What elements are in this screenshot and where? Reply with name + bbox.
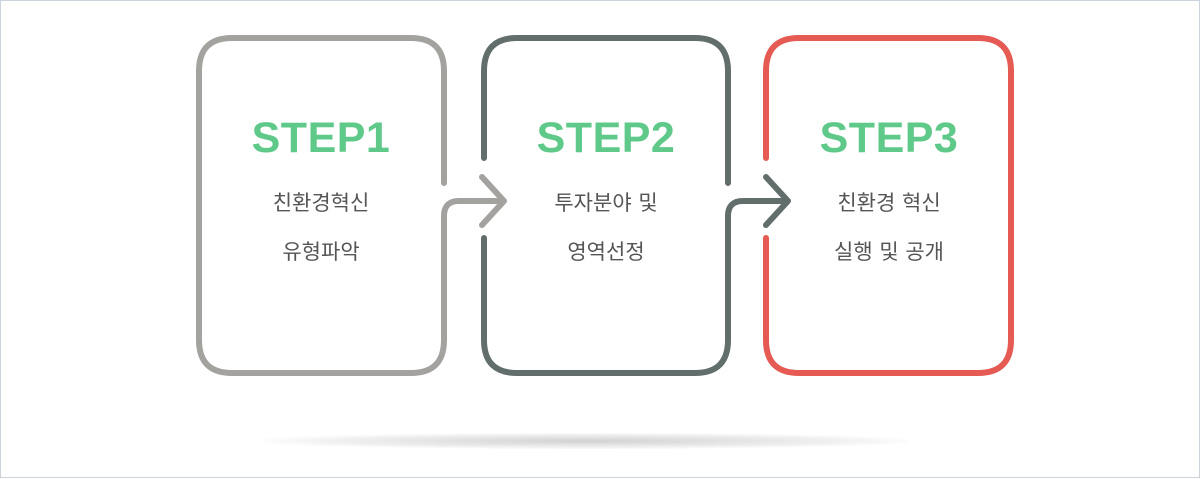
step3-box [763,35,1014,376]
step2-box [481,35,731,376]
step1-label-line2: 유형파악 [282,240,360,264]
step2-label-line1: 투자분야 및 [554,191,658,215]
step2-label-line2: 영역선정 [567,240,645,264]
step2-card: STEP2 투자분야 및 영역선정 [481,38,731,373]
step3-label-line2: 실행 및 공개 [834,240,944,264]
step3-label-line1: 친환경 혁신 [837,191,941,215]
connector-arrow-1 [441,174,507,240]
floor-shadow [263,433,908,449]
connector-arrow-2 [725,174,791,240]
step3-card: STEP3 친환경 혁신 실행 및 공개 [764,38,1014,373]
step2-title: STEP2 [536,114,676,162]
step1-title: STEP1 [251,114,391,162]
step1-label-line1: 친환경혁신 [272,191,370,215]
step1-box [196,35,447,376]
step1-card: STEP1 친환경혁신 유형파악 [196,38,446,373]
step3-title: STEP3 [819,114,959,162]
